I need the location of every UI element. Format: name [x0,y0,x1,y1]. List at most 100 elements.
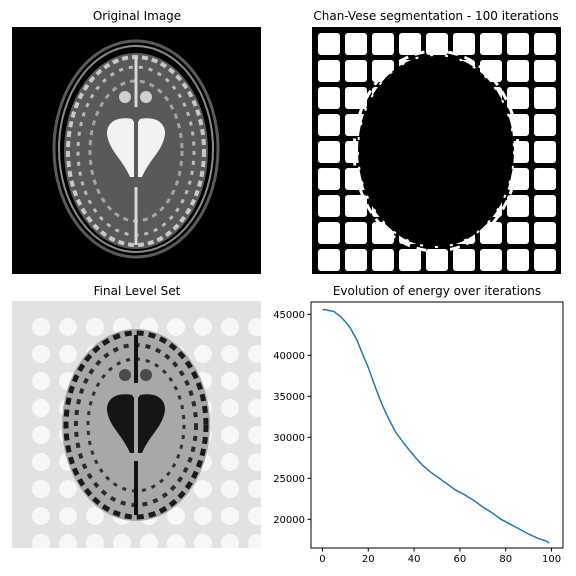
level-set-dot [194,534,212,548]
segmentation-square [318,141,340,163]
segmentation-square [426,33,448,55]
segmentation-square [480,249,502,271]
level-set-dot [167,507,185,525]
original-image-title: Original Image [92,9,182,23]
level-set-dot [248,507,261,525]
segmentation-square [507,87,529,109]
level-set-dot [167,318,185,336]
level-set-dot [221,507,239,525]
segmentation-square [345,60,367,82]
x-tick-label: 40 [408,554,421,565]
level-set-dot [59,534,77,548]
level-set-dot [248,426,261,444]
level-set-dot [167,534,185,548]
segmentation-square [480,222,502,244]
segmentation-square [399,249,421,271]
level-set-dot [86,318,104,336]
segmentation-square [318,168,340,190]
segmentation-image [312,27,561,274]
y-tick-label: 20000 [273,515,305,526]
level-set-dot [221,399,239,417]
level-set-dot [194,318,212,336]
y-tick-label: 35000 [273,392,305,403]
level-set-dot [32,480,50,498]
level-set-dot [221,345,239,363]
level-set-dot [248,345,261,363]
level-set-dot [194,345,212,363]
x-tick-label: 80 [499,554,512,565]
segmentation-square [534,168,556,190]
level-set-dot [32,372,50,390]
level-set-dot [32,507,50,525]
original-mri-image [12,27,261,274]
segmentation-square [345,222,367,244]
segmentation-square [534,222,556,244]
level-set-dot [32,426,50,444]
level-set-dot [32,399,50,417]
level-set-dot [248,453,261,471]
y-tick-label: 40000 [273,351,305,362]
level-set-dot [32,534,50,548]
segmentation-square [345,195,367,217]
segmentation-square [507,222,529,244]
level-set-dot [59,318,77,336]
segmentation-square [345,87,367,109]
level-set-dot [221,534,239,548]
plot-frame [310,301,564,549]
x-tick-label: 60 [454,554,467,565]
segmentation-square [372,33,394,55]
segmentation-square [426,249,448,271]
segmentation-square [480,33,502,55]
segmentation-square [318,114,340,136]
segmentation-square [507,195,529,217]
level-set-dot [221,453,239,471]
segmentation-square [372,222,394,244]
level-set-dot [248,318,261,336]
segmentation-square [318,87,340,109]
segmentation-square [318,249,340,271]
level-set-dot [248,480,261,498]
level-set-dot [248,372,261,390]
level-set-dot [59,345,77,363]
level-set-dot [221,372,239,390]
energy-chart-title: Evolution of energy over iterations [332,284,542,298]
segmentation-square [399,33,421,55]
level-set-dot [86,507,104,525]
level-set-dot [221,318,239,336]
segmentation-square [534,195,556,217]
y-tick-label: 25000 [273,474,305,485]
level-set-image [12,301,261,548]
energy-series-line [322,308,550,544]
x-tick-label: 0 [319,554,325,565]
level-set-dot [248,534,261,548]
segmentation-title: Chan-Vese segmentation - 100 iterations [313,9,559,23]
segmentation-square [534,114,556,136]
level-set-dot [32,453,50,471]
segmentation-square [507,33,529,55]
level-set-dot [32,345,50,363]
segmentation-square [345,249,367,271]
level-set-dot [140,534,158,548]
y-tick-label: 30000 [273,433,305,444]
level-set-dot [59,480,77,498]
level-set-dot [113,534,131,548]
level-set-dot [32,318,50,336]
level-set-dot [194,480,212,498]
segmentation-square [507,249,529,271]
segmentation-square [453,33,475,55]
segmentation-square [534,141,556,163]
segmentation-square [318,222,340,244]
segmentation-square [534,60,556,82]
segmentation-square [507,60,529,82]
segmentation-square [318,195,340,217]
level-set-title: Final Level Set [93,284,181,298]
level-set-dot [194,507,212,525]
level-set-dot [86,534,104,548]
segmentation-square [372,249,394,271]
y-tick-label: 45000 [273,310,305,321]
level-set-dot [221,426,239,444]
segmentation-square [318,33,340,55]
level-set-dot [59,507,77,525]
segmentation-square [534,33,556,55]
